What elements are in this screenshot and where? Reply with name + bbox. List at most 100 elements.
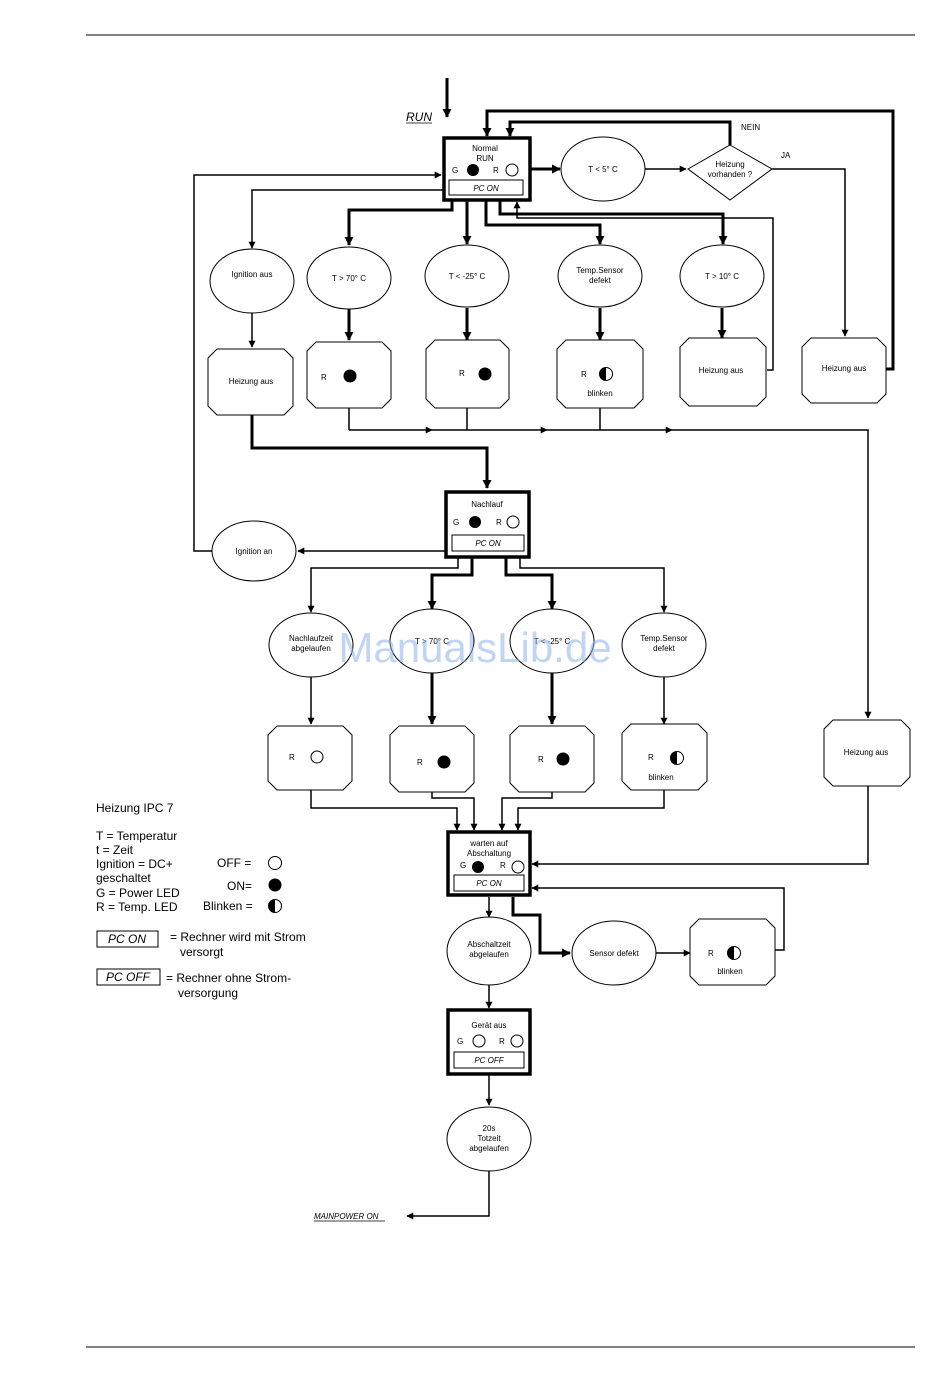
action-led-on-3: R xyxy=(389,725,475,793)
led-on-icon xyxy=(343,369,357,383)
condition-t-gt-70 xyxy=(306,246,392,310)
svg-text:R: R xyxy=(289,753,295,762)
condition-t-lt-5 xyxy=(560,136,646,202)
action-led-on-2: R xyxy=(425,339,510,409)
condition-ignition-aus xyxy=(209,248,295,314)
state-normal-subtitle: RUN xyxy=(476,154,494,163)
state-nachlauf: Nachlauf G R PC ON xyxy=(444,490,531,559)
svg-text:R: R xyxy=(581,370,587,379)
svg-text:Ignition = DC+: Ignition = DC+ xyxy=(96,857,173,871)
svg-text:vorhanden ?: vorhanden ? xyxy=(708,170,753,179)
legend-title: Heizung IPC 7 xyxy=(96,801,174,815)
condition-sensor-defekt-3 xyxy=(571,920,657,986)
condition-nachlaufzeit-l2: abgelaufen xyxy=(291,644,331,653)
svg-text:G: G xyxy=(453,518,459,527)
action-led-blink-1: R blinken xyxy=(556,339,644,409)
condition-t-gt-10 xyxy=(679,244,765,308)
state-geraet-aus: Gerät aus G R PC OFF xyxy=(446,1008,532,1076)
watermark: ManualsLib.de xyxy=(338,624,611,671)
svg-text:Totzeit: Totzeit xyxy=(477,1134,501,1143)
svg-text:R: R xyxy=(648,753,654,762)
condition-sensor-defekt-2-l2: defekt xyxy=(653,644,676,653)
svg-text:abgelaufen: abgelaufen xyxy=(469,950,509,959)
led-off-icon xyxy=(510,1034,524,1048)
svg-text:G: G xyxy=(457,1037,463,1046)
led-on-icon xyxy=(467,164,479,176)
svg-text:Heizung aus: Heizung aus xyxy=(229,377,273,386)
svg-text:OFF =: OFF = xyxy=(217,856,251,870)
svg-text:Heizung aus: Heizung aus xyxy=(699,366,743,375)
led-on-icon xyxy=(556,752,570,766)
state-warten-abschaltung: warten auf Abschaltung G R PC ON xyxy=(446,830,532,897)
led-on-icon xyxy=(478,367,492,381)
action-led-on-1: R xyxy=(306,341,392,409)
action-heizung-aus-3: Heizung aus xyxy=(801,337,887,404)
legend-pc-off: PC OFF xyxy=(106,970,151,984)
svg-text:R = Temp. LED: R = Temp. LED xyxy=(96,900,178,914)
condition-sensor-defekt-1-l2: defekt xyxy=(589,276,612,285)
svg-text:G = Power LED: G = Power LED xyxy=(96,886,180,900)
condition-sensor-defekt-2-l1: Temp.Sensor xyxy=(640,634,687,643)
decision-heizung-vorhanden: Heizung vorhanden ? xyxy=(687,144,773,201)
svg-text:R: R xyxy=(708,949,714,958)
svg-text:R: R xyxy=(459,369,465,378)
condition-t-lt-m25-b xyxy=(509,608,595,674)
action-led-blink-2: R blinken xyxy=(621,723,708,791)
state-nachlauf-title: Nachlauf xyxy=(471,500,503,509)
svg-text:R: R xyxy=(496,518,502,527)
condition-t-lt-m25 xyxy=(424,244,510,308)
state-normal-pc: PC ON xyxy=(473,184,499,193)
condition-sensor-defekt-1-l1: Temp.Sensor xyxy=(576,266,623,275)
svg-text:abgelaufen: abgelaufen xyxy=(469,1144,509,1153)
condition-ignition-an-label: Ignition an xyxy=(236,547,273,556)
condition-totzeit xyxy=(446,1106,532,1172)
connectors xyxy=(193,78,895,1220)
svg-text:geschaltet: geschaltet xyxy=(96,871,151,885)
svg-text:PC ON: PC ON xyxy=(476,879,502,888)
svg-text:= Rechner wird mit Strom: = Rechner wird mit Strom xyxy=(170,930,306,944)
action-led-blink-3: R blinken xyxy=(689,918,776,986)
ja-label: JA xyxy=(781,151,791,160)
state-normal-g-label: G xyxy=(452,166,458,175)
condition-t-lt-m25-label: T < -25° C xyxy=(449,272,486,281)
condition-t-lt-m25-b-label: T < -25° C xyxy=(534,637,571,646)
led-on-icon xyxy=(472,861,484,873)
svg-text:T = Temperatur: T = Temperatur xyxy=(96,829,177,843)
mainpower-label: MAINPOWER ON xyxy=(314,1212,379,1221)
action-heizung-aus-4: Heizung aus xyxy=(823,719,911,787)
svg-text:Heizung aus: Heizung aus xyxy=(844,748,888,757)
condition-t-lt-5-label: T < 5° C xyxy=(588,165,618,174)
action-heizung-aus-2: Heizung aus xyxy=(679,337,767,407)
svg-text:R: R xyxy=(321,373,327,382)
led-on-icon xyxy=(437,755,451,769)
svg-text:Abschaltzeit: Abschaltzeit xyxy=(467,940,511,949)
led-on-icon xyxy=(268,878,282,892)
state-nachlauf-pc: PC ON xyxy=(475,539,501,548)
led-off-icon xyxy=(472,1034,486,1048)
svg-text:versorgt: versorgt xyxy=(180,945,224,959)
svg-text:PC OFF: PC OFF xyxy=(474,1056,504,1065)
svg-text:Gerät aus: Gerät aus xyxy=(471,1021,506,1030)
svg-text:R: R xyxy=(538,755,544,764)
condition-t-gt-70-b-label: T > 70° C xyxy=(415,637,449,646)
svg-text:versorgung: versorgung xyxy=(178,986,238,1000)
svg-text:R: R xyxy=(417,758,423,767)
svg-text:Heizung: Heizung xyxy=(715,160,744,169)
condition-nachlaufzeit-l1: Nachlaufzeit xyxy=(289,634,334,643)
svg-text:Abschaltung: Abschaltung xyxy=(467,849,511,858)
led-off-icon xyxy=(511,860,525,874)
led-off-icon xyxy=(506,515,520,529)
action-led-on-4: R xyxy=(509,725,595,793)
action-heizung-aus-1: Heizung aus xyxy=(207,348,294,416)
condition-sensor-defekt-3-label: Sensor defekt xyxy=(589,949,639,958)
led-off-icon xyxy=(268,856,282,870)
condition-ignition-aus-label: Ignition aus xyxy=(232,270,273,279)
condition-sensor-defekt-1 xyxy=(557,244,643,308)
led-on-icon xyxy=(469,516,481,528)
svg-text:20s: 20s xyxy=(483,1124,496,1133)
state-normal-run: Normal RUN G R PC ON xyxy=(442,136,532,202)
led-off-icon xyxy=(505,163,519,177)
nein-label: NEIN xyxy=(741,123,760,132)
action-led-off: R xyxy=(267,725,353,791)
svg-text:blinken: blinken xyxy=(648,773,673,782)
